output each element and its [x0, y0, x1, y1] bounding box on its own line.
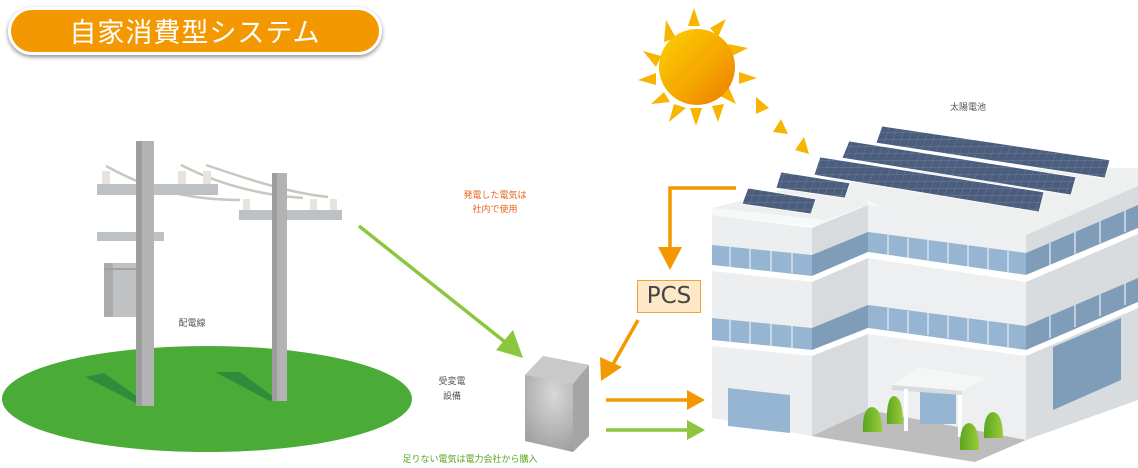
- distribution-line-label: 配電線: [178, 319, 206, 329]
- sun-icon: [638, 8, 809, 154]
- office-building: [712, 168, 1138, 462]
- self-use-label-line2: 社内で使用: [472, 205, 518, 215]
- purchase-label: 足りない電気は電力会社から購入: [402, 455, 538, 465]
- equipment-to-building-arrows: [606, 390, 705, 440]
- panels-to-pcs-arrow: [658, 186, 736, 270]
- grid-to-equipment-arrow: [357, 224, 523, 358]
- receiving-equipment-box: [525, 356, 589, 452]
- self-use-label-line1: 発電した電気は: [463, 191, 527, 201]
- utility-poles: [97, 141, 342, 406]
- receiving-equipment-label-line1: 受変電: [438, 377, 466, 387]
- sunbeam-arrows: [756, 97, 809, 154]
- page-title: 自家消費型システム: [8, 7, 382, 55]
- ground: [2, 346, 412, 452]
- pcs-to-equipment-arrow: [600, 319, 640, 381]
- solar-panels-label: 太陽電池: [949, 103, 986, 113]
- solar-panels: [741, 125, 1111, 215]
- trees: [862, 396, 1003, 450]
- receiving-equipment-label-line2: 設備: [442, 392, 461, 402]
- pcs-box: PCS: [637, 280, 701, 313]
